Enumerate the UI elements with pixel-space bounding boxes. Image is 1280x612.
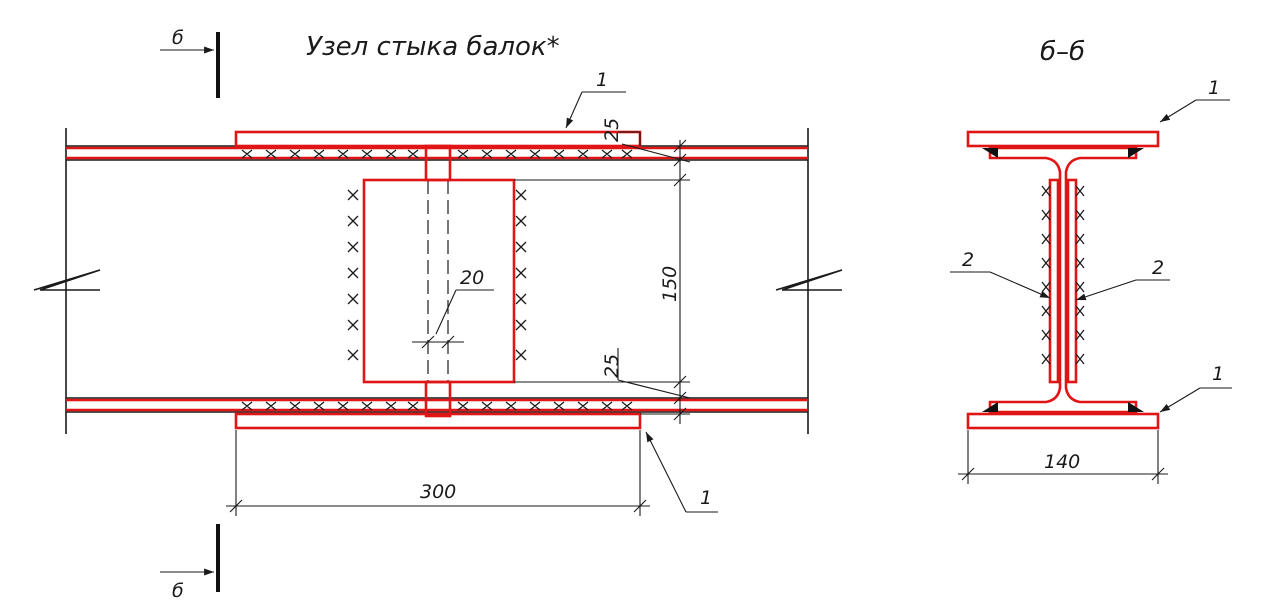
dimension-flange-gap-bottom-value: 25 — [601, 354, 623, 378]
section-fillet-welds — [982, 148, 1144, 412]
weld-marks — [241, 149, 633, 411]
dimension-flange-width: 140 — [958, 430, 1168, 484]
break-line-left — [33, 269, 101, 291]
section-callout-lining-left-number: 2 — [962, 249, 974, 271]
dimension-joint-gap-value: 20 — [460, 267, 484, 289]
splice-plate-top — [234, 130, 642, 148]
beam-cross-section: 140 1 1 2 2 — [950, 77, 1232, 484]
section-callout-lining-left: 2 — [950, 249, 1051, 299]
dimension-lining-height: 150 — [514, 140, 690, 424]
section-callout-plate-top: 1 — [1159, 77, 1230, 123]
dimension-plate-length-value: 300 — [420, 481, 456, 503]
web-lining-plate — [362, 178, 516, 384]
callout-plate-bottom: 1 — [645, 431, 718, 513]
break-line-right — [775, 269, 843, 291]
splice-plate-bottom — [234, 412, 642, 430]
callout-plate-top: 1 — [565, 69, 626, 129]
beam-elevation: 150 25 25 20 — [33, 69, 843, 516]
section-callout-plate-top-number: 1 — [1208, 77, 1220, 99]
section-callout-lining-right-number: 2 — [1152, 257, 1164, 279]
drawing-title: Узел стыка балок* — [306, 32, 560, 62]
dimension-flange-gap-bottom: 25 — [601, 348, 691, 421]
section-lining-welds — [1041, 185, 1085, 365]
section-mark-bottom-letter: б — [172, 580, 184, 602]
section-callout-plate-bottom-number: 1 — [1212, 363, 1224, 385]
section-marker-top: б — [160, 27, 220, 98]
dimension-flange-gap-top-value: 25 — [601, 118, 623, 142]
section-plate-top — [966, 130, 1160, 148]
section-lining-left — [1048, 178, 1060, 384]
dimension-flange-width-value: 140 — [1044, 451, 1080, 473]
section-callout-plate-bottom: 1 — [1159, 363, 1232, 413]
callout-plate-top-number: 1 — [596, 69, 608, 91]
section-mark-top-letter: б — [172, 27, 184, 49]
callout-plate-bottom-number: 1 — [700, 487, 712, 509]
dimension-plate-length: 300 — [226, 430, 650, 516]
dimension-lining-height-value: 150 — [659, 266, 681, 302]
section-plate-bottom — [966, 412, 1160, 430]
section-ibeam-profile — [988, 146, 1138, 414]
section-title: б–б — [1040, 37, 1085, 67]
section-lining-right — [1066, 178, 1078, 384]
section-callout-lining-right: 2 — [1075, 257, 1170, 301]
section-marker-bottom: б — [160, 524, 220, 602]
dimension-joint-gap: 20 — [412, 267, 494, 349]
dimension-flange-gap-top: 25 — [601, 118, 691, 167]
joint-gap — [424, 144, 452, 418]
beam-outline — [65, 128, 809, 434]
flange-outlines — [66, 146, 808, 412]
